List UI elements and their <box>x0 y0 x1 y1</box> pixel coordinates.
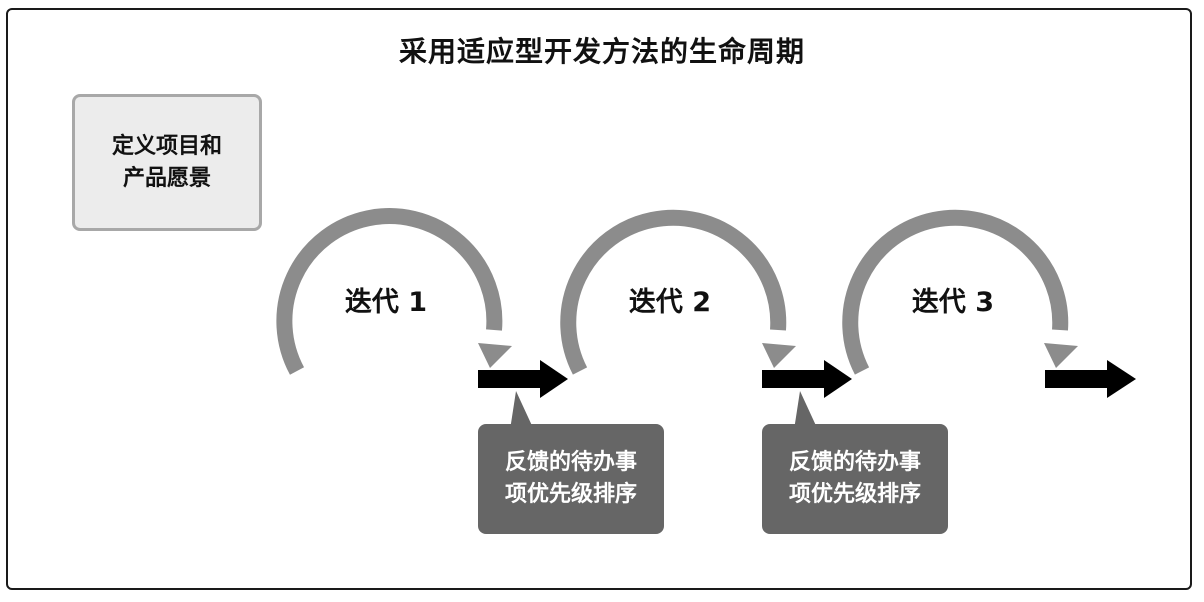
iteration-2-arc <box>560 209 787 375</box>
vision-line-1: 定义项目和 <box>111 133 222 159</box>
diagram-title: 采用适应型开发方法的生命周期 <box>398 35 805 68</box>
backlog-1-pointer <box>510 391 534 430</box>
iteration-2-label: 迭代 2 <box>628 287 712 318</box>
iteration-2-arrowhead <box>762 343 796 368</box>
iteration-3-arc <box>842 209 1069 375</box>
project-vision-box: 定义项目和 产品愿景 <box>72 94 262 231</box>
flow-arrow-3 <box>1045 360 1136 398</box>
backlog-1-line-2: 项优先级排序 <box>504 482 637 507</box>
iteration-3-loop <box>842 209 1078 375</box>
backlog-2-line-1: 反馈的待办事 <box>788 450 921 475</box>
flow-arrow-2 <box>762 360 852 398</box>
backlog-prioritization-box-1: 反馈的待办事 项优先级排序 <box>478 424 664 534</box>
backlog-prioritization-box-2: 反馈的待办事 项优先级排序 <box>762 424 948 534</box>
iteration-3-label: 迭代 3 <box>911 287 995 318</box>
iteration-3-arrowhead <box>1044 343 1078 368</box>
vision-line-2: 产品愿景 <box>122 165 211 191</box>
iteration-1-label: 迭代 1 <box>344 287 428 318</box>
iteration-1-loop <box>276 208 512 375</box>
iteration-1-arc <box>276 208 503 375</box>
backlog-1-line-1: 反馈的待办事 <box>504 450 637 475</box>
iteration-1-arrowhead <box>478 343 512 368</box>
backlog-2-pointer <box>794 391 818 430</box>
backlog-2-line-2: 项优先级排序 <box>788 482 921 507</box>
flow-arrow-1 <box>478 360 568 398</box>
iteration-2-loop <box>560 209 796 375</box>
